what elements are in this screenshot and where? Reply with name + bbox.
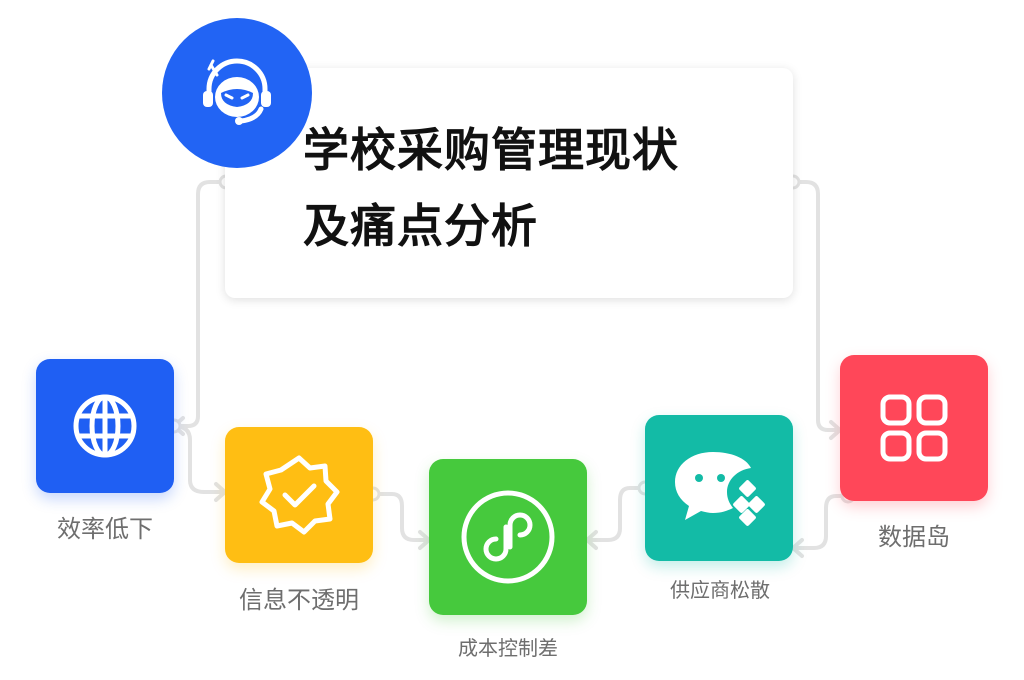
- label-data-island: 数据岛: [878, 523, 950, 551]
- arrow-from-teal: [585, 530, 598, 550]
- label-transparency: 信息不透明: [239, 586, 359, 614]
- connector-teal-to-green: [585, 486, 647, 542]
- verified-badge-icon: [259, 455, 340, 535]
- tile-cost-control: [429, 459, 587, 615]
- label-suppliers: 供应商松散: [670, 578, 770, 602]
- title-card: [225, 68, 793, 298]
- customer-service-robot-icon: [203, 58, 271, 125]
- connector-title-to-globe: [172, 180, 228, 428]
- tile-efficiency: [36, 359, 174, 493]
- connector-globe-to-badge: [172, 424, 227, 494]
- globe-icon: [73, 394, 137, 458]
- page-title: 学校采购管理现状 及痛点分析: [303, 112, 679, 264]
- tile-transparency: [225, 427, 373, 563]
- arrow-to-teal: [791, 538, 804, 558]
- mini-program-icon: [461, 490, 555, 584]
- chat-bubble-icon: [675, 452, 765, 526]
- connector-title-to-grid: [791, 180, 842, 432]
- title-line-1: 学校采购管理现状: [303, 123, 679, 177]
- bot-avatar: [162, 18, 312, 168]
- tile-suppliers: [645, 415, 793, 561]
- connector-grid-to-teal: [791, 494, 850, 550]
- title-line-2: 及痛点分析: [303, 199, 538, 253]
- label-efficiency: 效率低下: [57, 515, 153, 543]
- tile-data-island: [840, 355, 988, 501]
- grid-squares-icon: [880, 394, 948, 462]
- label-cost-control: 成本控制差: [458, 636, 558, 660]
- connector-badge-to-green: [371, 492, 431, 542]
